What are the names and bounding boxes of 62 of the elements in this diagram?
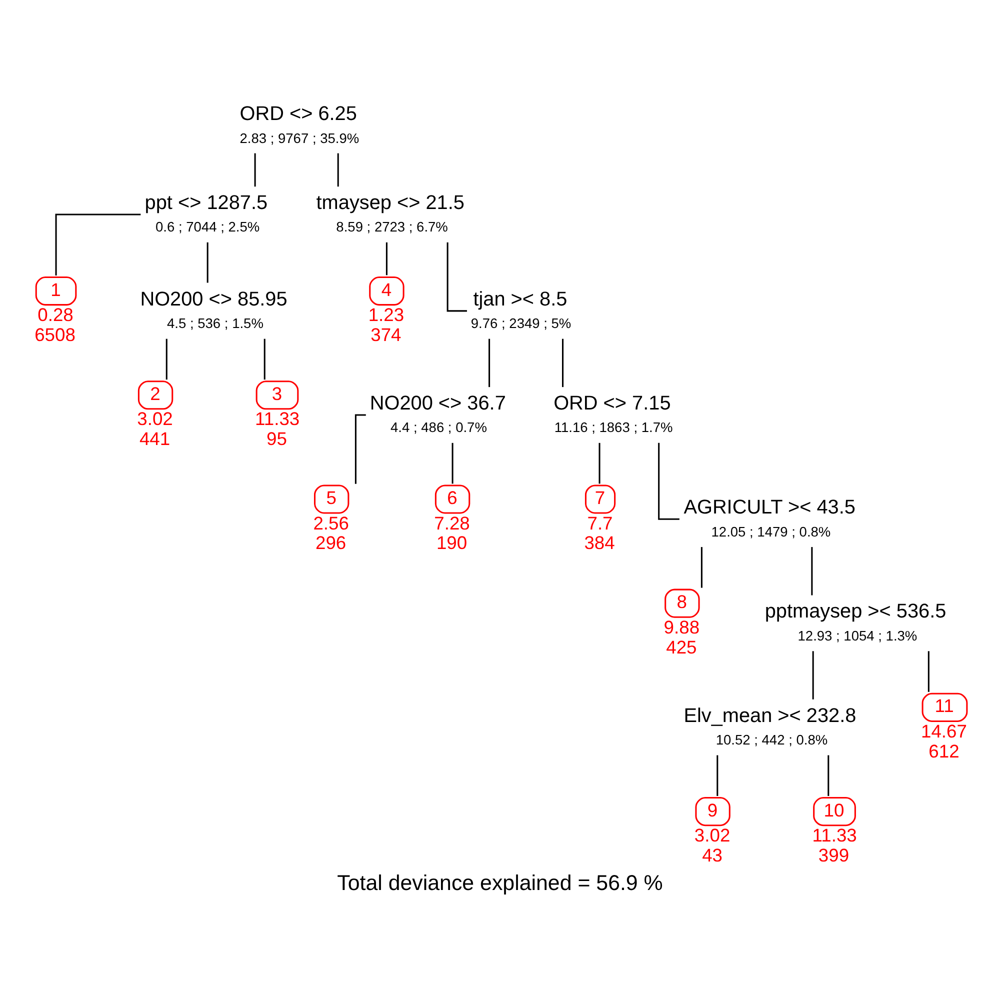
node-label: 7.7	[587, 512, 613, 534]
node-text: tmaysep <> 21.5 8.59 ; 2723 ; 6.7%	[316, 192, 464, 235]
node-label: 9.88	[664, 616, 700, 638]
node-label: 2.56	[313, 512, 349, 534]
node-box: 3	[256, 380, 299, 410]
node-box: 10	[813, 797, 856, 826]
caption: Total deviance explained = 56.9 %	[337, 870, 663, 895]
connector	[264, 338, 266, 380]
connector	[598, 442, 600, 484]
node-label: 95	[266, 428, 287, 450]
node-label: 43	[702, 844, 723, 866]
node-label: 374	[370, 324, 402, 345]
node-label: 7.28	[434, 512, 470, 534]
node-label: 425	[666, 636, 697, 658]
connector	[452, 442, 454, 484]
node-text: Elv_mean >< 232.8 10.52 ; 442 ; 0.8%	[684, 704, 856, 748]
connector	[811, 547, 813, 596]
connector	[55, 214, 141, 276]
connector	[716, 755, 718, 796]
node-box: 9	[695, 797, 730, 826]
connector	[206, 242, 208, 283]
node-box: 8	[664, 588, 700, 618]
node-text: ORD <> 6.25 2.83 ; 9767 ; 35.9%	[240, 103, 360, 146]
node-label: 296	[316, 532, 346, 554]
connector	[488, 338, 490, 388]
node-label: 190	[436, 532, 468, 554]
node-label: 11.33	[255, 408, 300, 430]
node-text: NO200 <> 85.95 4.5 ; 536 ; 1.5%	[140, 288, 288, 332]
connector	[812, 651, 814, 700]
node-box: 2	[138, 380, 174, 410]
node-label: 441	[139, 428, 170, 450]
node-label: 399	[818, 844, 850, 866]
node-text: tjan >< 8.5 9.76 ; 2349 ; 5%	[470, 288, 572, 332]
connector	[928, 651, 930, 692]
connector	[446, 242, 467, 312]
node-box: 1	[35, 276, 77, 306]
node-text: pptmaysep >< 536.5 12.93 ; 1054 ; 1.3%	[764, 600, 946, 644]
node-label: 1.23	[368, 304, 404, 326]
connector	[166, 338, 168, 380]
node-text: ppt <> 1287.5 0.6 ; 7044 ; 2.5%	[144, 192, 268, 235]
connector	[700, 547, 702, 588]
node-text: NO200 <> 36.7 4.4 ; 486 ; 0.7%	[370, 392, 506, 436]
node-label: 11.33	[812, 824, 857, 846]
connector	[658, 442, 680, 520]
node-label: 612	[928, 740, 960, 762]
node-label: 14.67	[921, 720, 967, 742]
node-label: 3.02	[137, 408, 173, 430]
connector	[254, 153, 256, 187]
node-label: 3.02	[694, 824, 730, 846]
node-box: 11	[922, 692, 968, 722]
connector	[337, 153, 339, 187]
node-label: 0.28	[38, 304, 74, 326]
connector	[828, 755, 830, 796]
node-text: AGRICULT >< 43.5 12.05 ; 1479 ; 0.8%	[684, 496, 856, 540]
node-box: 6	[434, 484, 470, 514]
node-box: 5	[314, 484, 350, 514]
node-label: 6508	[34, 324, 76, 345]
connector	[562, 338, 564, 388]
node-label: 384	[584, 532, 615, 554]
node-box: 4	[369, 276, 404, 306]
connector	[386, 242, 388, 276]
node-text: ORD <> 7.15 11.16 ; 1863 ; 1.7%	[554, 392, 673, 436]
